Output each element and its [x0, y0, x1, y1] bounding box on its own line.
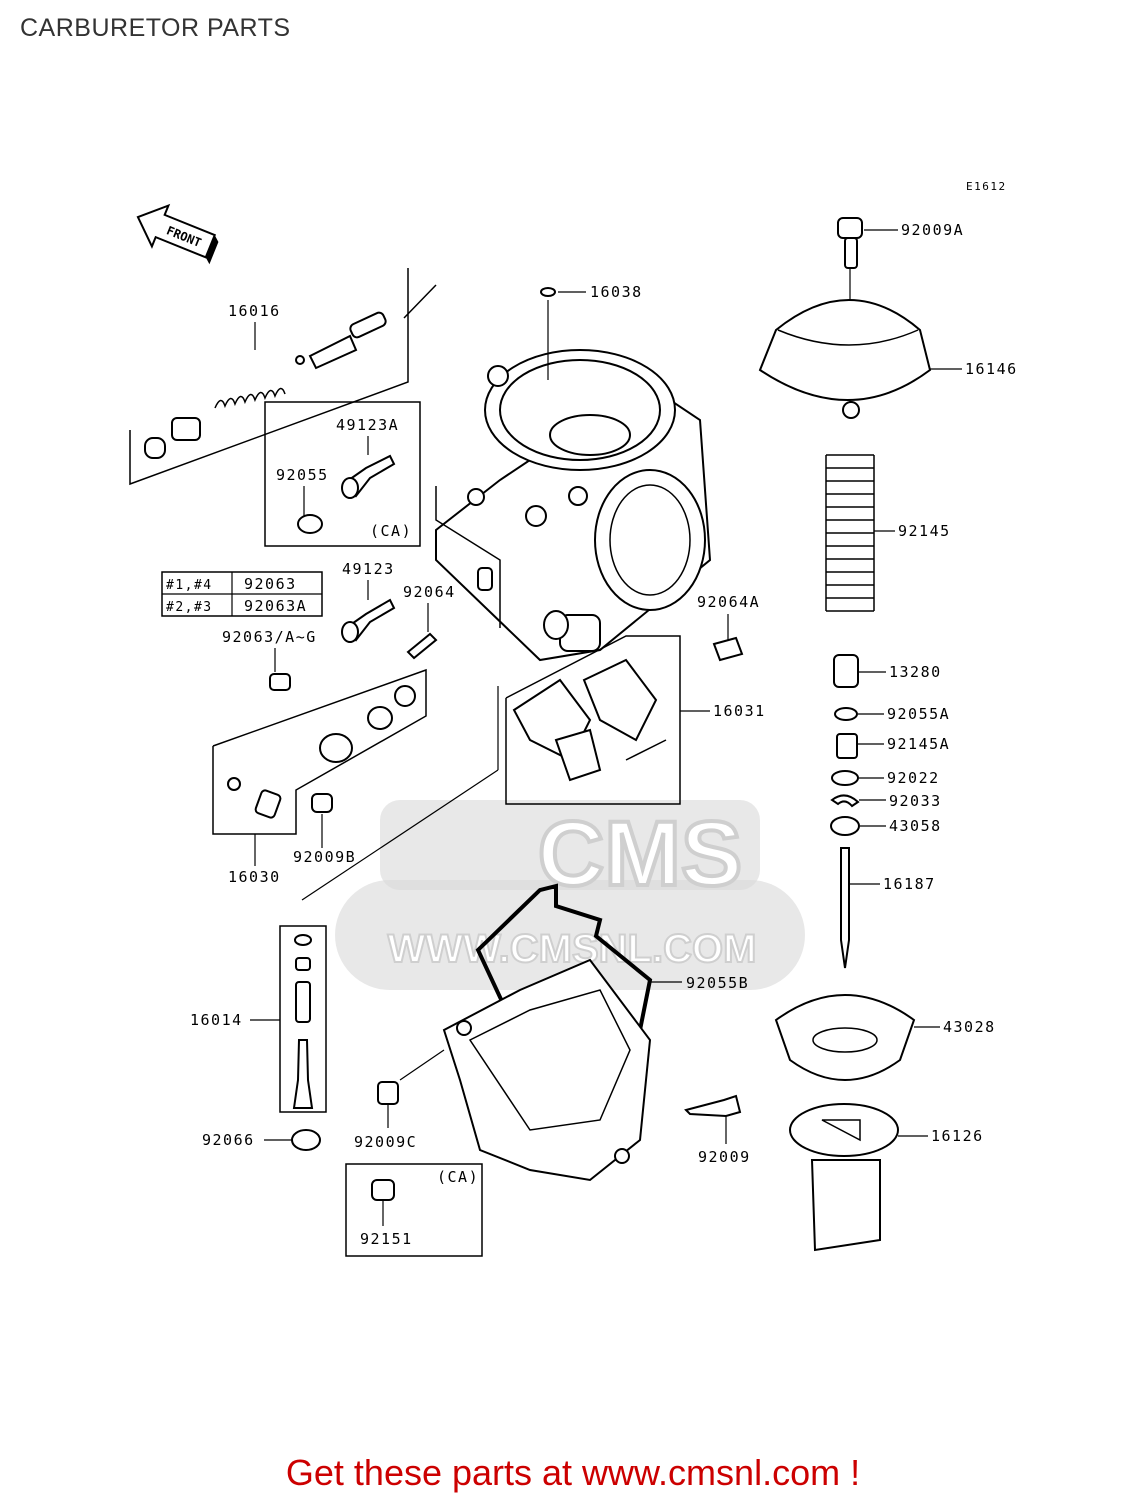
front-arrow-icon: FRONT	[136, 203, 219, 265]
callout-16030: 16030	[228, 868, 281, 886]
callout-92033: 92033	[889, 792, 942, 810]
float-bowl	[442, 958, 652, 1182]
watermark-brand: CMS	[538, 803, 742, 905]
callout-92022: 92022	[887, 769, 940, 787]
callout-16014: 16014	[190, 1011, 243, 1029]
diaphragm-43028	[774, 994, 916, 1081]
callout-16126: 16126	[931, 1127, 984, 1145]
variant-row-2-cyl: #2,#3	[166, 600, 213, 615]
plunger-16014	[292, 1039, 314, 1109]
callout-43028: 43028	[943, 1018, 996, 1036]
screw-92151	[371, 1179, 395, 1201]
callout-92009b: 92009B	[293, 848, 356, 866]
jet-92064	[406, 632, 438, 660]
callout-92145a: 92145A	[887, 735, 950, 753]
spring-92145	[825, 454, 875, 612]
jet-49123a	[341, 454, 396, 499]
callout-92009: 92009	[698, 1148, 751, 1166]
callout-13280: 13280	[889, 663, 942, 681]
ca-label-2: (CA)	[437, 1168, 479, 1186]
jet-49123	[341, 598, 396, 643]
page-title: CARBURETOR PARTS	[20, 14, 291, 42]
spacer-16014	[295, 957, 311, 971]
needle-16187	[840, 847, 850, 969]
callout-16146: 16146	[965, 360, 1018, 378]
callout-92064a: 92064A	[697, 593, 760, 611]
callout-92063-range: 92063/A~G	[222, 628, 317, 646]
callout-92009a: 92009A	[901, 221, 964, 239]
callout-92064: 92064	[403, 583, 456, 601]
variant-table: #1,#4 92063 #2,#3 92063A	[161, 571, 323, 617]
cap-92066	[291, 1129, 321, 1151]
spring-16014	[295, 981, 311, 1023]
callout-16031: 16031	[713, 702, 766, 720]
callout-16187: 16187	[883, 875, 936, 893]
watermark-url: WWW.CMSNL.COM	[388, 927, 757, 971]
slide-16126	[789, 1103, 899, 1252]
ring-16014-a	[294, 934, 312, 946]
screw-92009	[684, 1094, 742, 1118]
spring-92145a	[836, 733, 858, 759]
callout-43058: 43058	[889, 817, 942, 835]
main-jet-92063	[269, 673, 291, 691]
callout-49123: 49123	[342, 560, 395, 578]
watermark-logo: CMS WWW.CMSNL.COM	[335, 800, 805, 990]
ca-box-92151	[345, 1163, 483, 1257]
ca-label-1: (CA)	[370, 522, 412, 540]
callout-92009c: 92009C	[354, 1133, 417, 1151]
promo-link[interactable]: Get these parts at www.cmsnl.com !	[285, 1452, 861, 1493]
o-ring-92055a	[834, 707, 858, 721]
screw-13280	[833, 654, 859, 688]
callout-92055b: 92055B	[686, 974, 749, 992]
callout-49123a: 49123A	[336, 416, 399, 434]
exploded-parts-diagram: CMS WWW.CMSNL.COM E1612 FRONT 16016 4912…	[129, 180, 1018, 1257]
variant-row-2-part: 92063A	[244, 597, 307, 615]
pilot-screw-assembly-16016	[129, 268, 437, 486]
callout-92055a: 92055A	[887, 705, 950, 723]
cover-16146	[758, 299, 932, 419]
washer-92022	[831, 770, 859, 786]
callout-92055: 92055	[276, 466, 329, 484]
variant-row-1-part: 92063	[244, 575, 297, 593]
diagram-code: E1612	[966, 180, 1007, 193]
washer-43058	[830, 816, 860, 836]
callout-92066: 92066	[202, 1131, 255, 1149]
box-16014	[279, 925, 327, 1113]
carburetor-body	[435, 349, 712, 662]
float-16031	[505, 635, 681, 805]
o-ring-92055	[297, 514, 323, 534]
callout-92151: 92151	[360, 1230, 413, 1248]
group-16030	[212, 668, 427, 866]
jet-92064a	[712, 636, 744, 662]
o-ring-16038	[540, 287, 556, 297]
screw-92009a	[837, 217, 863, 269]
callout-92145: 92145	[898, 522, 951, 540]
clip-92033	[830, 794, 860, 808]
variant-row-1-cyl: #1,#4	[166, 578, 213, 593]
ca-box-49123a	[264, 401, 421, 547]
callout-16038: 16038	[590, 283, 643, 301]
callout-16016: 16016	[228, 302, 281, 320]
screw-92009c	[377, 1081, 399, 1105]
